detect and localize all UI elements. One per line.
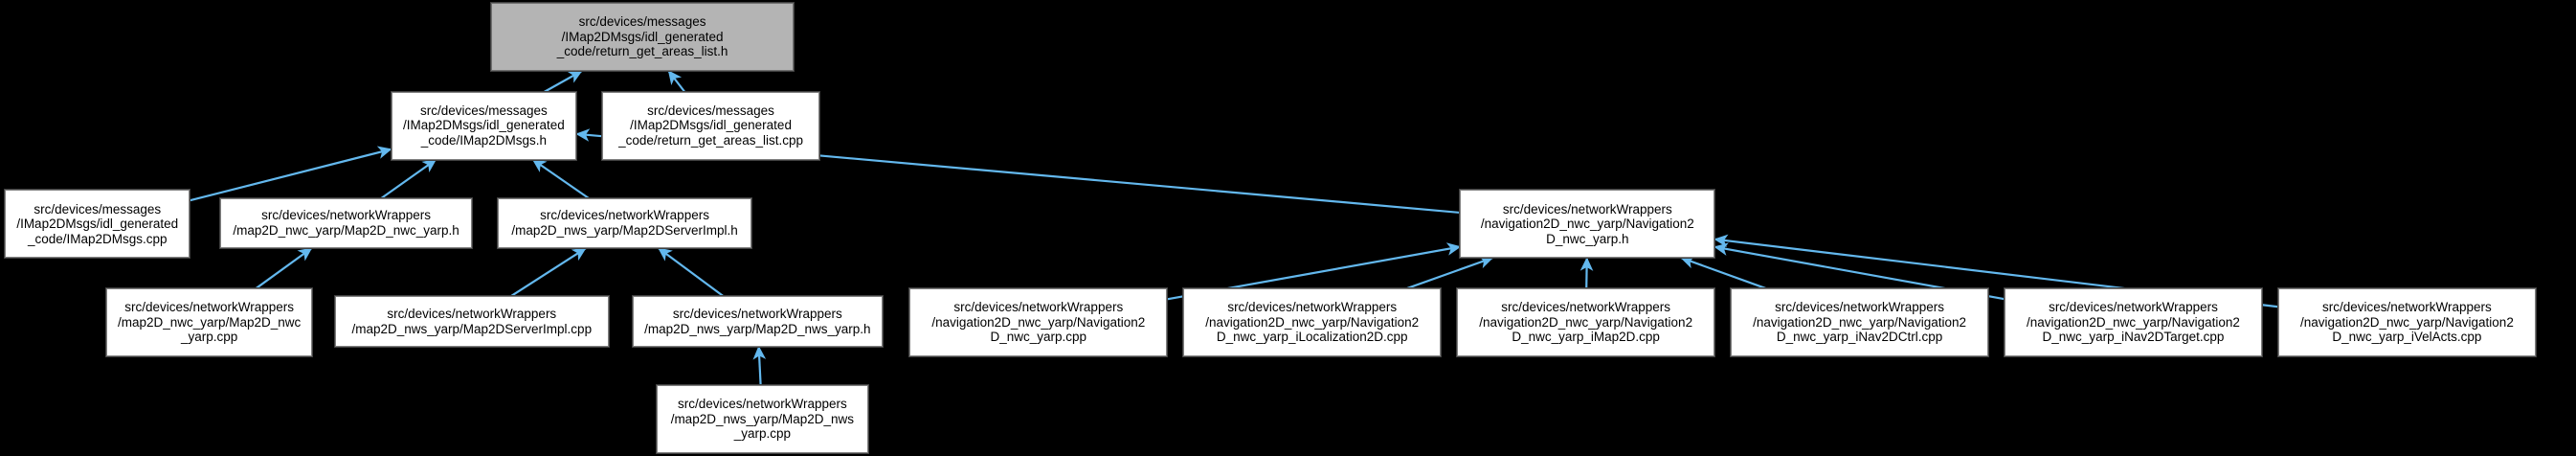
graph-edge-n8-to-n5 [509,247,587,298]
graph-node-label: src/devices/messages /IMap2DMsgs/idl_gen… [618,103,803,148]
graph-node-label: src/devices/networkWrappers /map2D_nwc_y… [233,208,459,238]
graph-node-n13[interactable]: src/devices/networkWrappers /navigation2… [1730,287,1990,357]
graph-node-label: src/devices/networkWrappers /map2D_nwc_y… [117,300,302,345]
graph-node-label: src/devices/networkWrappers /map2D_nws_y… [670,397,855,442]
graph-node-n9[interactable]: src/devices/networkWrappers /map2D_nws_y… [631,295,884,348]
graph-node-label: src/devices/networkWrappers /navigation2… [1479,300,1693,345]
graph-node-label: src/devices/networkWrappers /map2D_nws_y… [644,307,871,336]
graph-edge-n11-to-n6 [1406,256,1494,290]
graph-edge-n5-to-n1 [531,158,590,199]
graph-node-n10[interactable]: src/devices/networkWrappers /navigation2… [908,287,1169,357]
graph-node-label: src/devices/networkWrappers /map2D_nws_y… [351,307,593,336]
graph-node-n1[interactable]: src/devices/messages /IMap2DMsgs/idl_gen… [390,90,578,161]
graph-edge-n1-to-n0 [544,70,583,93]
graph-node-label: src/devices/networkWrappers /navigation2… [1480,201,1694,246]
graph-node-label: src/devices/networkWrappers /navigation2… [1205,300,1420,345]
graph-edge-n2-to-n0 [667,70,686,93]
graph-node-label: src/devices/messages /IMap2DMsgs/idl_gen… [402,103,565,148]
graph-edge-n3-to-n1 [190,146,392,202]
graph-node-label: src/devices/messages /IMap2DMsgs/idl_gen… [16,201,179,246]
graph-edge-n7-to-n4 [255,247,313,289]
graph-edge-n12-to-n6 [1579,257,1594,289]
graph-node-n12[interactable]: src/devices/networkWrappers /navigation2… [1456,287,1716,357]
graph-node-n14[interactable]: src/devices/networkWrappers /navigation2… [2003,287,2264,357]
graph-edge-n13-to-n6 [1680,256,1767,290]
graph-node-label: src/devices/networkWrappers /navigation2… [1753,300,1966,345]
graph-node-n16[interactable]: src/devices/networkWrappers /map2D_nws_y… [656,383,869,454]
graph-node-n2[interactable]: src/devices/messages /IMap2DMsgs/idl_gen… [601,90,821,161]
graph-node-label: src/devices/networkWrappers /map2D_nws_y… [511,208,738,238]
graph-edge-n9-to-n5 [658,247,725,298]
graph-node-n3[interactable]: src/devices/messages /IMap2DMsgs/idl_gen… [4,189,191,260]
graph-node-label: src/devices/networkWrappers /navigation2… [931,300,1146,345]
graph-node-n4[interactable]: src/devices/networkWrappers /map2D_nwc_y… [219,196,473,250]
graph-node-label: src/devices/networkWrappers /navigation2… [2027,300,2240,345]
graph-node-n5[interactable]: src/devices/networkWrappers /map2D_nws_y… [496,196,753,250]
graph-node-n7[interactable]: src/devices/networkWrappers /map2D_nwc_y… [104,287,314,357]
graph-edge-n16-to-n9 [752,345,767,386]
graph-node-n11[interactable]: src/devices/networkWrappers /navigation2… [1182,287,1443,357]
graph-edge-n4-to-n1 [380,158,437,199]
graph-node-n6[interactable]: src/devices/networkWrappers /navigation2… [1459,189,1716,260]
graph-node-label: src/devices/networkWrappers /navigation2… [2299,300,2514,345]
graph-node-n15[interactable]: src/devices/networkWrappers /navigation2… [2276,287,2537,357]
graph-node-n0[interactable]: src/devices/messages /IMap2DMsgs/idl_gen… [489,2,795,72]
graph-node-n8[interactable]: src/devices/networkWrappers /map2D_nws_y… [333,295,610,348]
graph-node-label: src/devices/messages /IMap2DMsgs/idl_gen… [556,14,728,59]
